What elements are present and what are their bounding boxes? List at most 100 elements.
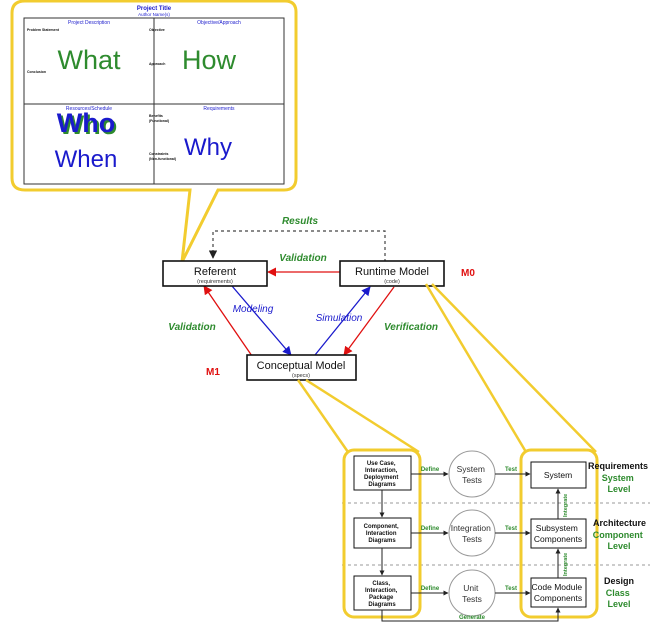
runtime-model-label: Runtime Model (355, 266, 429, 278)
component-line-3: Diagrams (368, 538, 396, 544)
simulation-arrow (314, 286, 371, 356)
conceptual-model-box (246, 354, 357, 381)
level-3-sub-2: Level (607, 599, 630, 609)
svg-text:Integration Tests: Integration Tests (451, 523, 494, 544)
integration-tests-circle (448, 509, 496, 557)
why-word: Why (184, 134, 232, 161)
component-line-1: Component, (364, 524, 399, 530)
usecase-line-2: Interaction, (365, 468, 398, 474)
what-word: What (57, 45, 121, 75)
subsystem-line-2: Components (534, 534, 582, 544)
usecase-line-4: Diagrams (368, 482, 396, 488)
level-1-sub-1: System (602, 473, 634, 483)
system-tests-line-2: Tests (462, 475, 482, 485)
verification-arrow (343, 286, 395, 356)
v-model: Use Case, Interaction, Deployment Diagra… (342, 448, 650, 622)
class-line-1: Class, (372, 581, 390, 587)
constraints-label-1: Constraints (149, 152, 169, 156)
triangle-model: Results Validation Validation Modeling S… (162, 216, 475, 381)
validation-left-arrow (203, 285, 253, 357)
integration-tests-line-2: Tests (462, 534, 482, 544)
problem-label: Problem Statement (27, 28, 60, 32)
approach-label: Approach (149, 62, 165, 66)
q2-header: Objective/Approach (197, 20, 241, 26)
svg-text:System Tests: System Tests (457, 464, 488, 485)
svg-text:Component Level: Component Level (593, 530, 646, 551)
referent-label: Referent (194, 266, 236, 278)
level-3-label: Design (604, 576, 634, 586)
referent-box (162, 260, 268, 287)
code-module-line-1: Code Module (532, 582, 583, 592)
runtime-model-box (339, 260, 445, 287)
template-callout: Project Title Author Name(s) Project Des… (10, 0, 298, 263)
usecase-line-3: Deployment (364, 475, 398, 481)
validation-top-label: Validation (279, 253, 326, 264)
when-word: When (55, 146, 118, 173)
usecase-line-1: Use Case, (367, 461, 396, 467)
q3-header: Resources/Schedule (66, 106, 112, 112)
svg-text:Code Module Components: Code Module Components (532, 582, 585, 603)
how-word: How (182, 45, 237, 75)
verification-label: Verification (384, 322, 438, 333)
svg-text:Use Case, Interaction,: Use Case, Interaction, Deployment Diagra… (364, 461, 400, 488)
level-1-sub-2: Level (607, 484, 630, 494)
define-label-1: Define (421, 467, 440, 473)
modeling-label: Modeling (233, 304, 274, 315)
integrate-label-2: Integrate (563, 553, 569, 576)
m1-label: M1 (206, 367, 220, 378)
system-box (530, 461, 587, 489)
constraints-label-2: (Non-functional) (149, 157, 176, 161)
level-2-label: Architecture (593, 518, 646, 528)
objective-label: Objective (149, 28, 165, 32)
define-label-3: Define (421, 586, 440, 592)
test-label-1: Test (505, 467, 517, 473)
who-word: Who (57, 108, 115, 138)
referent-sublabel: (requirements) (197, 279, 233, 285)
level-2-sub-1: Component (593, 530, 643, 540)
svg-text:System Level: System Level (602, 473, 637, 494)
integration-tests-line-1: Integration (451, 523, 491, 533)
svg-text:Class Level: Class Level (606, 588, 633, 609)
code-module-line-2: Components (534, 593, 582, 603)
test-label-3: Test (505, 586, 517, 592)
template-title: Project Title (137, 6, 172, 12)
integrate-label-1: Integrate (563, 494, 569, 517)
m0-label: M0 (461, 268, 475, 279)
template-author: Author Name(s) (138, 12, 170, 17)
class-line-3: Package (369, 595, 394, 601)
define-label-2: Define (421, 526, 440, 532)
runtime-model-sublabel: (code) (384, 279, 400, 285)
level-3-sub-1: Class (606, 588, 630, 598)
simulation-label: Simulation (316, 313, 363, 324)
validation-left-label: Validation (168, 322, 215, 333)
test-label-2: Test (505, 526, 517, 532)
modeling-arrow (231, 285, 292, 356)
who-word-shadow: Who (59, 110, 117, 140)
svg-text:Component, Interaction: Component, Interaction Diagrams (364, 524, 401, 544)
svg-text:Subsystem Components: Subsystem Components (534, 523, 582, 544)
unit-tests-circle (448, 569, 496, 617)
level-1-label: Requirements (588, 461, 648, 471)
generate-line (381, 607, 561, 622)
class-line-4: Diagrams (368, 602, 396, 608)
subsystem-line-1: Subsystem (536, 523, 578, 533)
class-line-2: Interaction, (365, 588, 398, 594)
benefits-label-2: (Functional) (149, 119, 169, 123)
unit-tests-line-1: Unit (463, 583, 479, 593)
svg-text:Class, Interaction,: Class, Interaction, Package Diagrams (365, 581, 399, 608)
q4-header: Requirements (203, 106, 235, 112)
code-module-box (530, 577, 587, 608)
component-line-2: Interaction (366, 531, 397, 537)
generate-label: Generate (459, 615, 486, 621)
results-loop (208, 230, 386, 262)
results-label: Results (282, 216, 319, 227)
svg-text:Unit Tests: Unit Tests (462, 583, 482, 604)
system-tests-circle (448, 450, 496, 498)
unit-tests-line-2: Tests (462, 594, 482, 604)
benefits-label-1: Benefits (149, 114, 163, 118)
system-tests-line-1: System (457, 464, 485, 474)
conceptual-model-label: Conceptual Model (257, 360, 346, 372)
conceptual-model-sublabel: (specs) (292, 373, 310, 379)
system-box-label: System (544, 470, 572, 480)
